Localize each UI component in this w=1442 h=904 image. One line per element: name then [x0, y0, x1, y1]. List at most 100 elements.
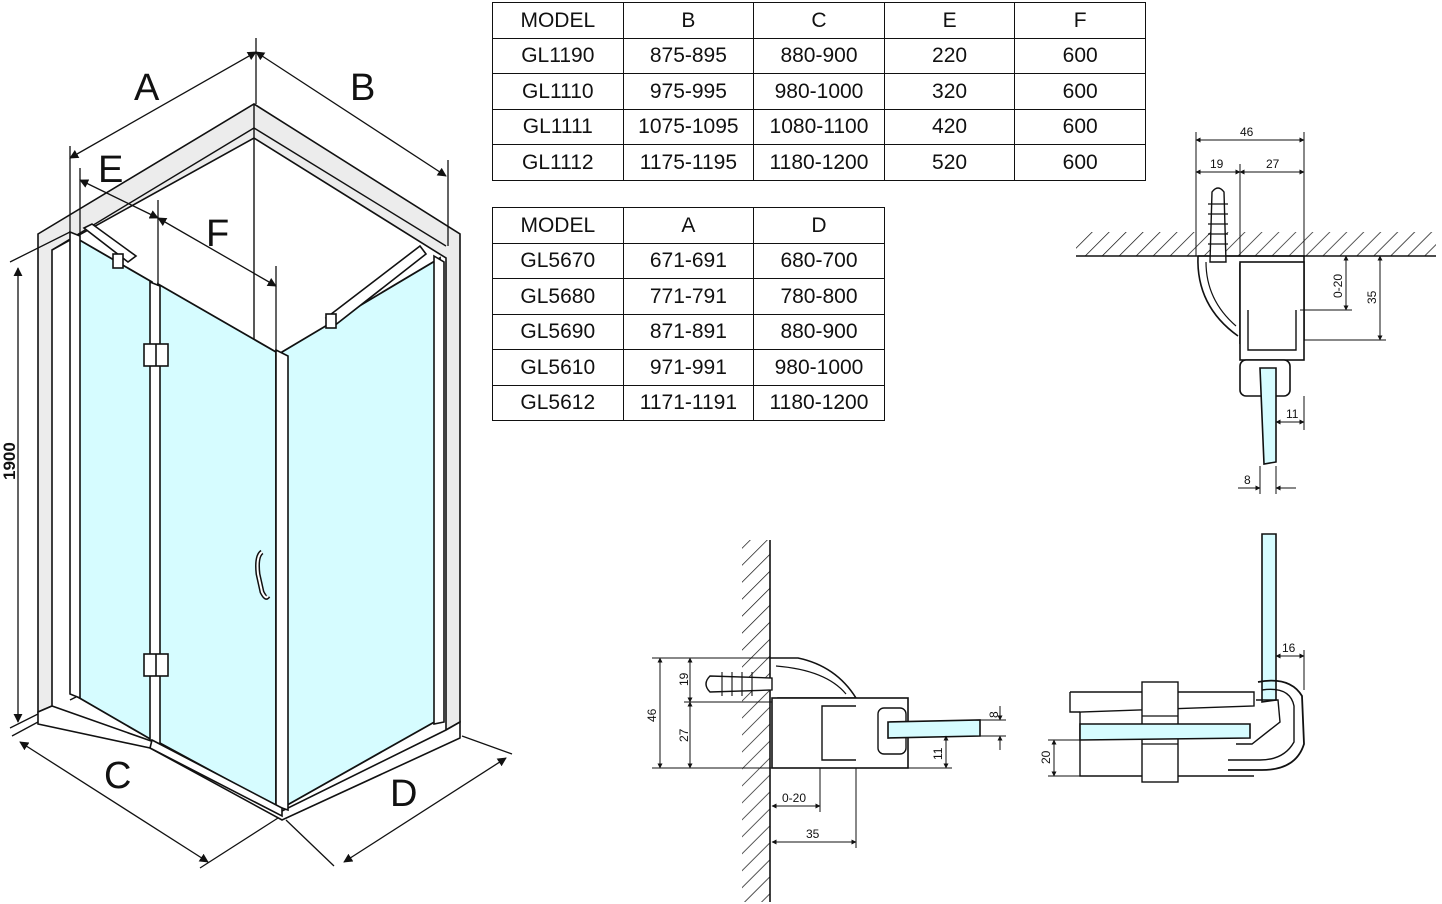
table-cell: 600 — [1014, 73, 1146, 110]
table-cell: GL1110 — [492, 73, 624, 110]
table-cell: 980-1000 — [753, 349, 885, 386]
table-cell: 880-900 — [753, 313, 885, 350]
table-cell: 600 — [1014, 144, 1146, 181]
glass-pane-section — [1259, 367, 1277, 465]
table-row: GL5610 971-991 980-1000 — [492, 349, 885, 386]
dim-line-f — [157, 217, 277, 287]
table-header-cell: D — [753, 207, 885, 244]
table-body: MODEL B C E F GL1190 875-895 880-900 220… — [492, 2, 1146, 181]
fixed-side-panel — [75, 236, 153, 742]
corner-profile — [275, 348, 289, 812]
dimension-table-b-c-e-f: MODEL B C E F GL1190 875-895 880-900 220… — [492, 2, 1146, 181]
label-b: B — [350, 67, 375, 109]
glass-pane-horizontal — [1079, 723, 1251, 741]
table-header-cell: E — [883, 2, 1016, 39]
table-cell: GL5690 — [492, 313, 624, 350]
stabilizer-bar-left — [82, 223, 138, 269]
dim-corner-20: 20 — [1039, 750, 1053, 764]
table-cell: GL1190 — [492, 37, 624, 74]
wall-profile-right — [433, 254, 445, 725]
glass-pane-vertical — [1261, 533, 1277, 703]
wall-profile-detail: 19 46 27 8 11 0-20 35 — [645, 540, 1006, 902]
dim-top-35: 35 — [1365, 290, 1379, 304]
label-f: F — [206, 213, 229, 255]
table-cell: 980-1000 — [753, 73, 885, 110]
dim-line-a — [69, 51, 257, 159]
wall-profile-left — [69, 230, 81, 700]
dim-top-0-20: 0-20 — [1331, 274, 1345, 298]
label-a: A — [134, 67, 160, 109]
table-cell: 975-995 — [622, 73, 755, 110]
dim-wall-27: 27 — [677, 728, 691, 742]
dim-line-b — [255, 51, 447, 177]
table-cell: 671-691 — [622, 242, 755, 279]
table-cell: 1180-1200 — [753, 384, 885, 421]
dim-wall-8: 8 — [987, 711, 1001, 718]
table-cell: GL5610 — [492, 349, 624, 386]
table-cell: 1175-1195 — [622, 144, 755, 181]
dim-top-19: 19 — [1210, 157, 1224, 171]
table-cell: 1080-1100 — [753, 108, 885, 145]
stabilizer-bar-right — [324, 244, 428, 329]
table-header-row: MODEL A D — [492, 207, 885, 244]
table-body: MODEL A D GL5670 671-691 680-700 GL5680 … — [492, 207, 885, 421]
table-header-cell: MODEL — [492, 207, 624, 244]
dim-wall-0-20: 0-20 — [782, 791, 806, 805]
table-cell: 600 — [1014, 37, 1146, 74]
label-c: C — [104, 755, 131, 797]
table-cell: 520 — [883, 144, 1016, 181]
dim-wall-11: 11 — [931, 747, 945, 760]
label-e: E — [98, 149, 123, 191]
table-row: GL1112 1175-1195 1180-1200 520 600 — [492, 144, 1146, 181]
label-height: 1900 — [0, 442, 19, 480]
glass-pane-wall-section — [887, 719, 981, 739]
table-row: GL5612 1171-1191 1180-1200 — [492, 384, 885, 421]
enclosure-view: A B E F C D 1900 — [0, 38, 513, 869]
dim-top-8: 8 — [1244, 473, 1251, 487]
table-cell: 1180-1200 — [753, 144, 885, 181]
table-cell: 220 — [883, 37, 1016, 74]
table-cell: GL5612 — [492, 384, 624, 421]
table-row: GL5670 671-691 680-700 — [492, 242, 885, 279]
dim-line-e — [79, 179, 159, 219]
dim-top-27: 27 — [1266, 157, 1280, 171]
table-header-cell: A — [622, 207, 755, 244]
dim-top-11: 11 — [1286, 407, 1299, 421]
ceiling-profile-detail: 46 19 27 0-20 35 11 8 — [1076, 125, 1436, 494]
label-d: D — [390, 773, 417, 815]
dim-top-46: 46 — [1240, 125, 1254, 139]
table-cell: 1075-1095 — [622, 108, 755, 145]
table-cell: 871-891 — [622, 313, 755, 350]
table-row: GL5680 771-791 780-800 — [492, 278, 885, 315]
table-header-cell: C — [753, 2, 885, 39]
table-cell: 875-895 — [622, 37, 755, 74]
table-header-row: MODEL B C E F — [492, 2, 1146, 39]
table-row: GL1190 875-895 880-900 220 600 — [492, 37, 1146, 74]
table-cell: 600 — [1014, 108, 1146, 145]
table-cell: 320 — [883, 73, 1016, 110]
table-row: GL1111 1075-1095 1080-1100 420 600 — [492, 108, 1146, 145]
table-cell: 1171-1191 — [622, 384, 755, 421]
door-glass-panel — [157, 282, 277, 808]
table-cell: 771-791 — [622, 278, 755, 315]
fixed-glass-panel — [281, 256, 441, 810]
dim-wall-46: 46 — [645, 708, 659, 722]
table-cell: 880-900 — [753, 37, 885, 74]
table-cell: 680-700 — [753, 242, 885, 279]
table-cell: 971-991 — [622, 349, 755, 386]
dim-corner-16: 16 — [1282, 641, 1296, 655]
table-cell: GL1111 — [492, 108, 624, 145]
table-cell: GL1112 — [492, 144, 624, 181]
table-cell: GL5680 — [492, 278, 624, 315]
table-cell: GL5670 — [492, 242, 624, 279]
table-header-cell: MODEL — [492, 2, 624, 39]
dim-line-c — [19, 741, 209, 863]
table-row: GL5690 871-891 880-900 — [492, 313, 885, 350]
table-row: GL1110 975-995 980-1000 320 600 — [492, 73, 1146, 110]
dim-wall-35: 35 — [806, 827, 820, 841]
dim-wall-19: 19 — [677, 672, 691, 686]
table-cell: 420 — [883, 108, 1016, 145]
dimension-table-a-d: MODEL A D GL5670 671-691 680-700 GL5680 … — [492, 207, 885, 421]
corner-joint-detail: 16 20 — [1039, 533, 1305, 783]
